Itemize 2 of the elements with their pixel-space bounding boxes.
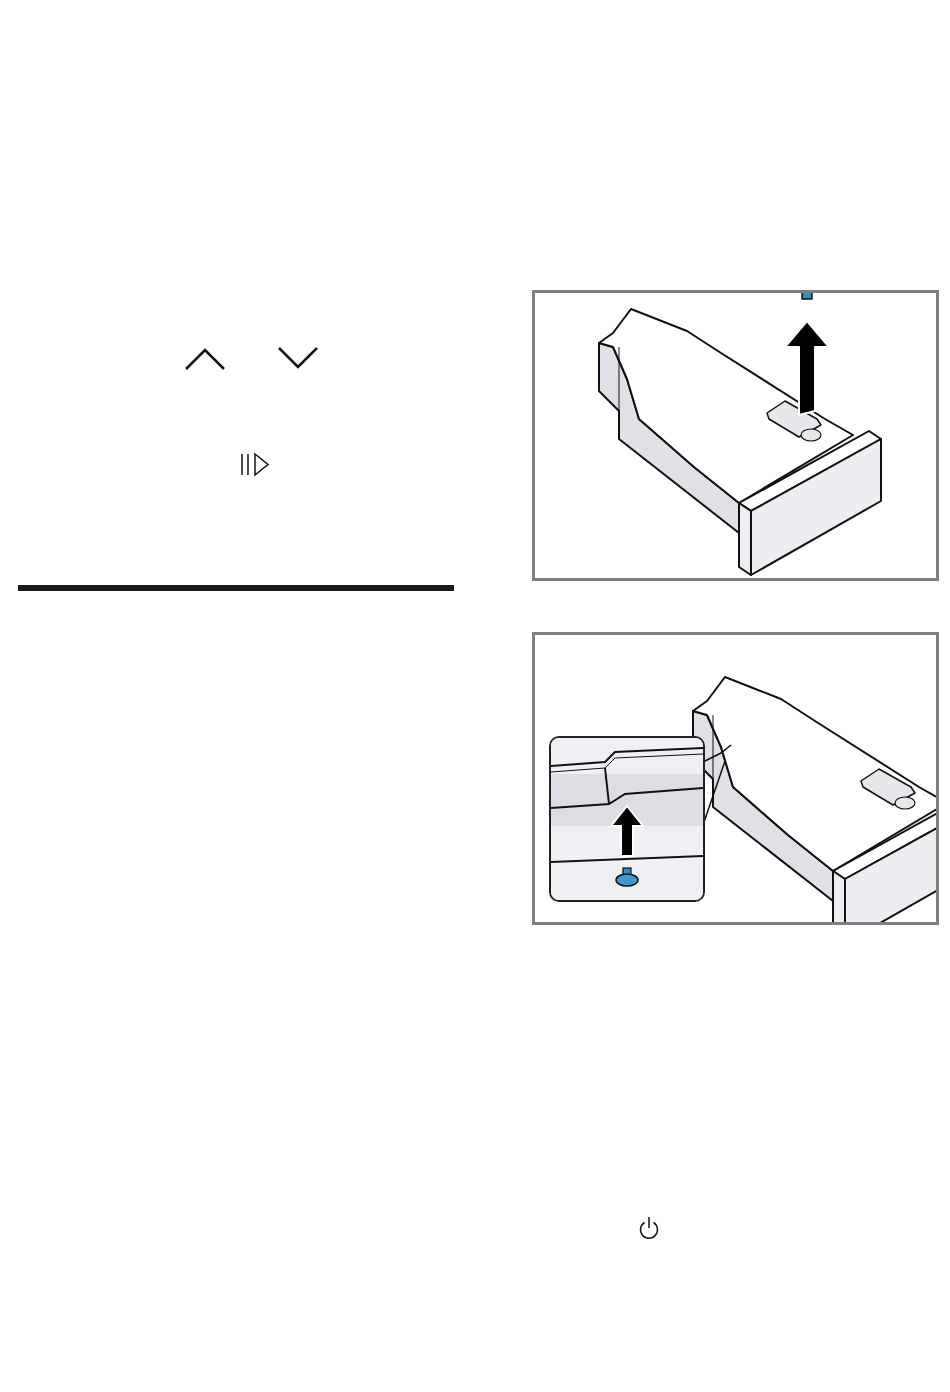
illustration-panel — [532, 290, 939, 581]
illustration-panel — [532, 632, 939, 925]
